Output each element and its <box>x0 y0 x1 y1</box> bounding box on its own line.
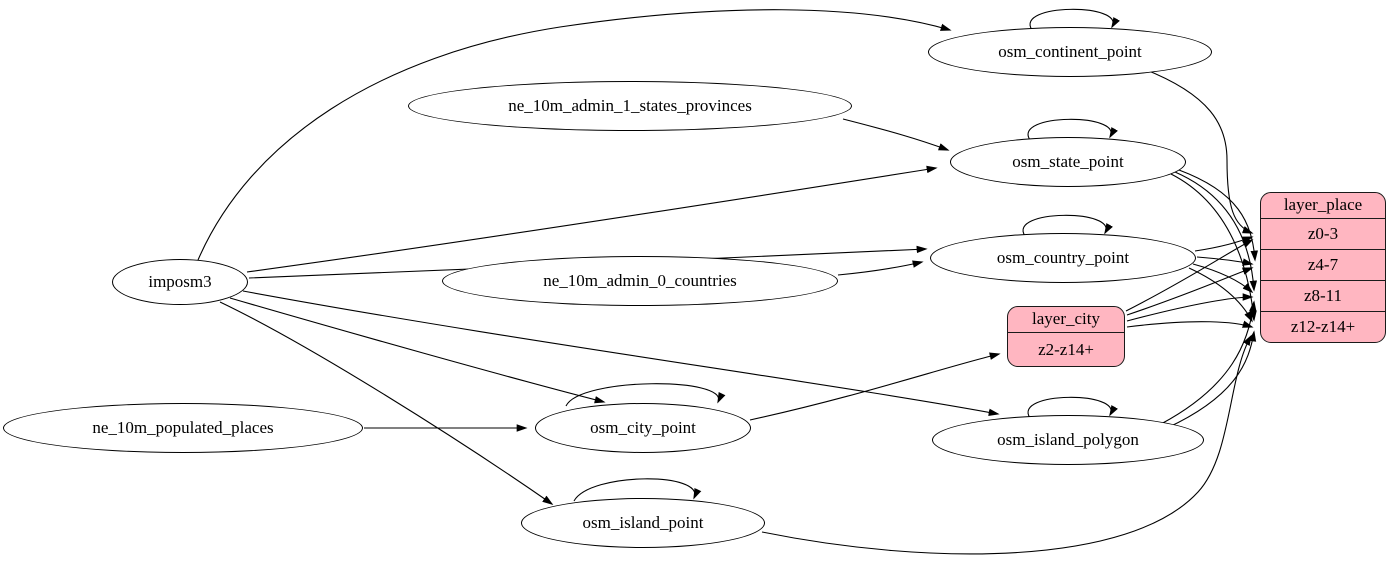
node-label: osm_island_point <box>582 513 704 532</box>
edge-imposm3-to-osm-island-polygon <box>242 290 1000 416</box>
record-header: layer_place <box>1261 193 1385 219</box>
node-label: ne_10m_admin_0_countries <box>543 271 737 290</box>
edge-osm-island-polygon-to-layer-place-z8-11 <box>1160 300 1257 425</box>
node-label: osm_island_polygon <box>997 430 1139 449</box>
edge-ne-admin1-to-osm-state-point <box>842 118 950 151</box>
edge-osm-state-point-to-layer-place-z8-11 <box>1174 171 1258 292</box>
edge-imposm3-to-osm-continent-point <box>197 9 952 261</box>
node-label: osm_city_point <box>590 418 696 437</box>
node-osm-city-point: osm_city_point <box>535 403 751 453</box>
node-label: imposm3 <box>148 272 212 291</box>
record-layer-city: layer_city z2-z14+ <box>1007 306 1125 367</box>
edge-imposm3-to-osm-state-point <box>246 165 938 273</box>
node-imposm3: imposm3 <box>112 259 248 305</box>
node-osm-island-polygon: osm_island_polygon <box>932 415 1204 465</box>
edge-layer-city-to-layer-place-z8-11 <box>1126 293 1254 322</box>
node-osm-continent-point: osm_continent_point <box>928 27 1212 77</box>
self-loop-osm-country-point <box>1022 214 1113 237</box>
node-ne-10m-admin-0-countries: ne_10m_admin_0_countries <box>442 256 838 306</box>
node-ne-10m-admin-1-states-provinces: ne_10m_admin_1_states_provinces <box>408 81 852 131</box>
record-row-z4-7: z4-7 <box>1261 250 1385 281</box>
self-loop-osm-state-point <box>1027 118 1118 141</box>
edge-osm-country-point-to-layer-place-z0-3 <box>1194 236 1254 252</box>
edge-ne-admin0-to-osm-country-point <box>837 260 924 276</box>
edge-layer-city-to-layer-place-z12-z14 <box>1126 320 1254 328</box>
node-osm-country-point: osm_country_point <box>930 233 1196 283</box>
edge-osm-city-point-to-layer-city-z2-z14 <box>749 352 1001 421</box>
self-loop-osm-island-polygon <box>1027 396 1118 419</box>
record-row-z2-z14: z2-z14+ <box>1038 339 1094 359</box>
edge-imposm3-to-osm-island-point <box>219 301 554 505</box>
edge-osm-continent-point-to-layer-place-z0-3 <box>1143 68 1254 234</box>
edge-layer-city-to-layer-place-z0-3 <box>1125 239 1254 312</box>
edge-osm-island-polygon-to-layer-place-z12-z14 <box>1166 330 1257 429</box>
edge-osm-country-point-to-layer-place-z12-z14 <box>1188 267 1253 323</box>
self-loop-osm-continent-point <box>1029 8 1120 31</box>
node-label: osm_continent_point <box>998 42 1142 61</box>
node-label: ne_10m_admin_1_states_provinces <box>508 96 752 115</box>
node-label: osm_state_point <box>1012 152 1124 171</box>
self-loop-osm-island-point <box>573 478 702 502</box>
record-layer-place: layer_place z0-3 z4-7 z8-11 z12-z14+ <box>1260 192 1386 343</box>
edge-imposm3-to-osm-city-point <box>229 297 606 404</box>
node-osm-state-point: osm_state_point <box>950 137 1186 187</box>
edge-layer-city-to-layer-place-z4-7 <box>1126 267 1254 316</box>
record-header: layer_city <box>1008 307 1124 333</box>
edge-osm-country-point-to-layer-place-z4-7 <box>1196 256 1254 266</box>
edge-osm-island-point-to-layer-place-z12-z14 <box>761 334 1252 555</box>
record-row-z8-11: z8-11 <box>1261 281 1385 312</box>
node-label: osm_country_point <box>996 248 1130 267</box>
node-osm-island-point: osm_island_point <box>521 498 765 548</box>
node-ne-10m-populated-places: ne_10m_populated_places <box>3 403 363 453</box>
edge-osm-state-point-to-layer-place-z4-7 <box>1178 169 1258 262</box>
self-loop-osm-city-point <box>565 383 726 407</box>
record-row-z12-z14: z12-z14+ <box>1290 317 1356 336</box>
record-row-z0-3: z0-3 <box>1261 219 1385 250</box>
node-label: ne_10m_populated_places <box>92 418 274 437</box>
